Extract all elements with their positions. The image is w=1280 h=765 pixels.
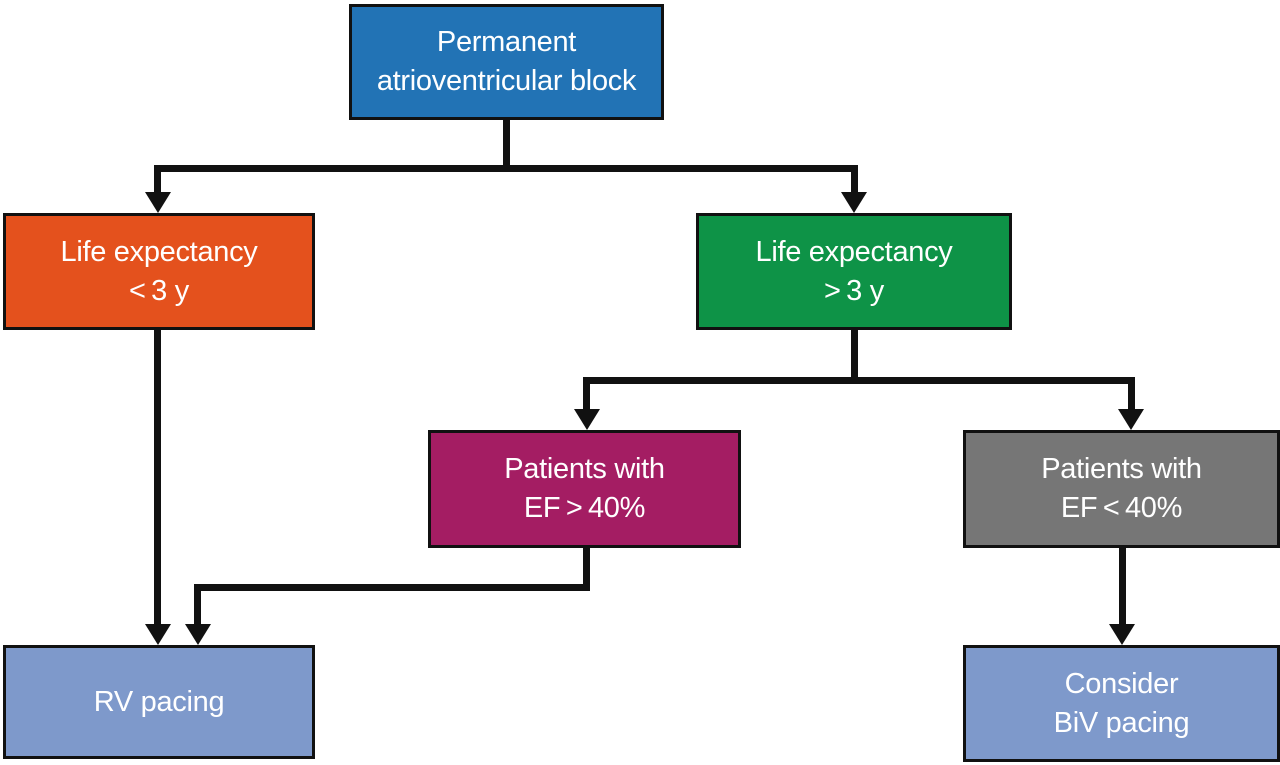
connector-ef-gt40-to-rv-pacing [194, 584, 201, 625]
node-patients-ef-lt-40: Patients with EF < 40% [963, 430, 1280, 548]
arrowhead-into-rv-pacing-left [145, 624, 171, 645]
connector-ef-lt40-to-biv-pacing [1119, 547, 1126, 625]
node-life-expectancy-lt-3y: Life expectancy < 3 y [3, 213, 315, 330]
arrowhead-into-rv-pacing-right [185, 624, 211, 645]
node-patients-ef-lt-40-line1: Patients with [1041, 453, 1202, 485]
node-rv-pacing: RV pacing [3, 645, 315, 759]
node-consider-biv-pacing-line2: BiV pacing [1053, 706, 1190, 739]
node-consider-biv-pacing-line1: Consider [1064, 667, 1179, 700]
node-patients-ef-gt-40-line1: Patients with [504, 453, 665, 485]
connector-life-gt3-branch-horizontal [583, 377, 1135, 384]
arrowhead-into-ef-gt40 [574, 409, 600, 430]
node-life-expectancy-gt-3y-line1: Life expectancy [755, 235, 953, 268]
connector-root-branch-horizontal [154, 165, 858, 172]
arrowhead-into-biv-pacing [1109, 624, 1135, 645]
connector-root-to-life-gt3 [851, 165, 858, 195]
node-life-expectancy-lt-3y-line1: Life expectancy [60, 235, 258, 268]
node-permanent-av-block-line2: atrioventricular block [376, 65, 637, 97]
node-rv-pacing-line1: RV pacing [93, 685, 225, 718]
arrowhead-into-life-gt3 [841, 192, 867, 213]
node-patients-ef-lt-40-line2: EF < 40% [1060, 492, 1183, 524]
connector-ef-gt40-stem [583, 547, 590, 591]
connector-root-stem [503, 120, 510, 172]
node-consider-biv-pacing: Consider BiV pacing [963, 645, 1280, 762]
connector-life-gt3-to-ef-lt40 [1128, 377, 1135, 410]
connector-life-lt3-to-rv-pacing [154, 329, 161, 625]
arrowhead-into-ef-lt40 [1118, 409, 1144, 430]
connector-life-gt3-to-ef-gt40 [583, 377, 590, 410]
node-permanent-av-block: Permanent atrioventricular block [349, 4, 664, 120]
node-life-expectancy-gt-3y: Life expectancy > 3 y [696, 213, 1012, 330]
connector-life-gt3-stem [851, 329, 858, 384]
node-life-expectancy-gt-3y-line2: > 3 y [824, 274, 884, 307]
arrowhead-into-life-lt3 [145, 192, 171, 213]
node-life-expectancy-lt-3y-line2: < 3 y [129, 274, 189, 307]
node-patients-ef-gt-40: Patients with EF > 40% [428, 430, 741, 548]
node-patients-ef-gt-40-line2: EF > 40% [523, 492, 646, 524]
node-permanent-av-block-line1: Permanent [436, 26, 577, 58]
connector-ef-gt40-elbow-horizontal [194, 584, 590, 591]
connector-root-to-life-lt3 [154, 165, 161, 195]
